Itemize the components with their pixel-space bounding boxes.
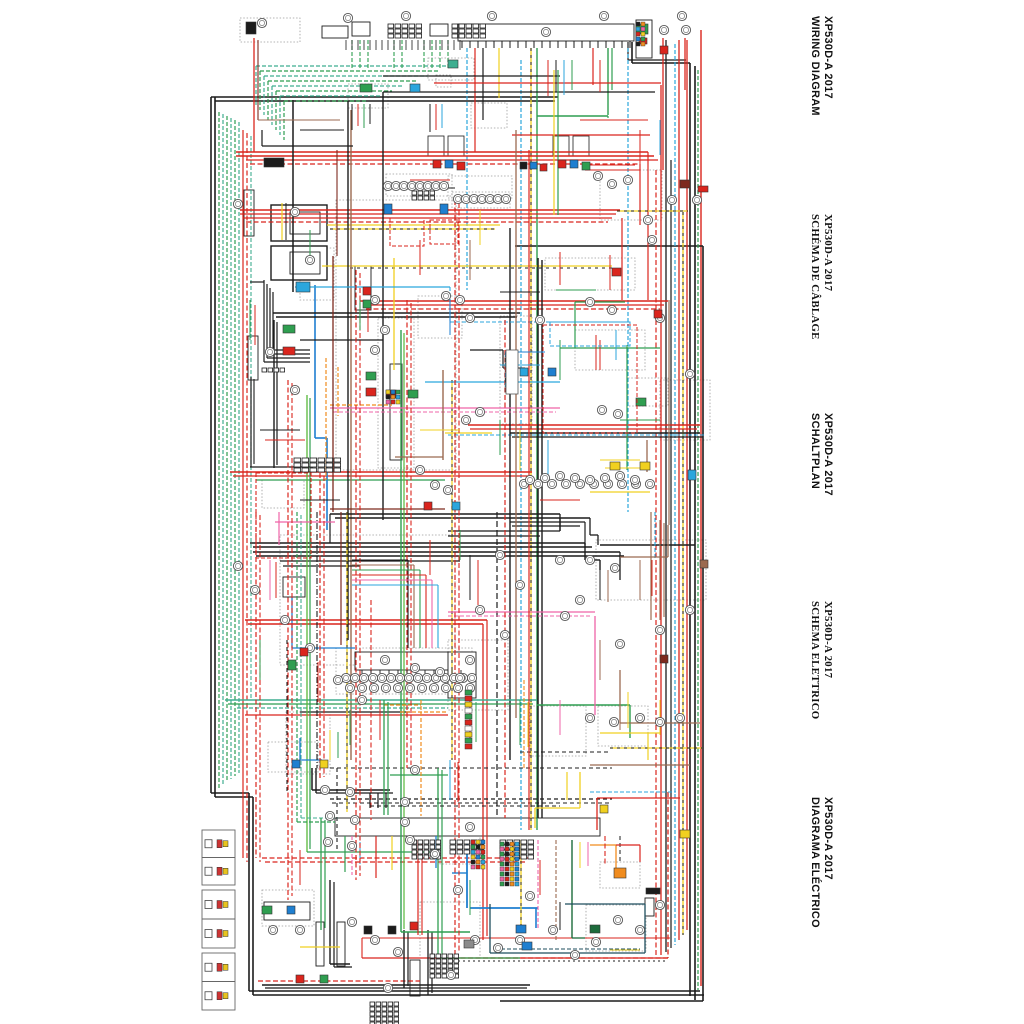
svg-text:WIRING DIAGRAM: WIRING DIAGRAM (809, 16, 821, 116)
svg-text:DIAGRAMA ELÉCTRICO: DIAGRAMA ELÉCTRICO (809, 797, 822, 928)
svg-text:XP530D-A 2017: XP530D-A 2017 (822, 601, 834, 679)
svg-text:SCHEMA ELETTRICO: SCHEMA ELETTRICO (809, 601, 821, 720)
svg-text:XP530D-A 2017: XP530D-A 2017 (822, 413, 834, 496)
svg-text:XP530D-A 2017: XP530D-A 2017 (822, 214, 834, 292)
svg-text:XP530D-A 2017: XP530D-A 2017 (822, 16, 834, 99)
svg-text:SCHÉMA DE CÂBLAGE: SCHÉMA DE CÂBLAGE (809, 214, 821, 340)
svg-text:SCHALTPLAN: SCHALTPLAN (809, 413, 821, 489)
svg-text:XP530D-A 2017: XP530D-A 2017 (822, 797, 834, 880)
